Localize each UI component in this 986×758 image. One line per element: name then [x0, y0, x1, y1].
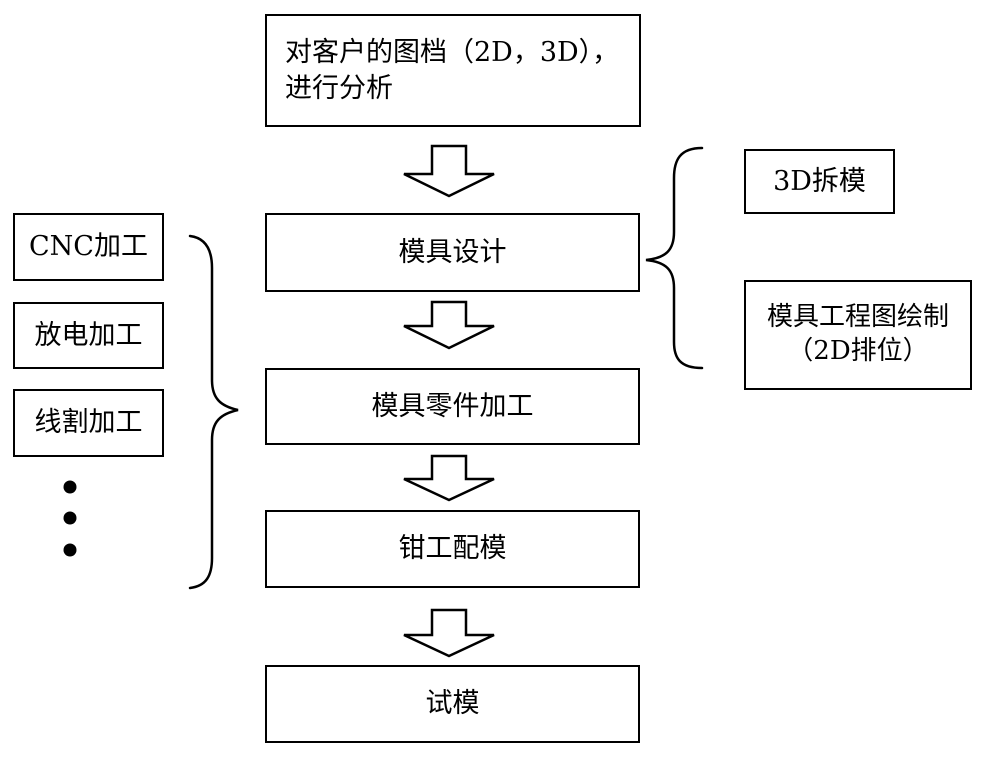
method-edm: 放电加工	[13, 302, 164, 369]
step-analyze-label: 对客户的图档（2D，3D）， 进行分析	[285, 37, 620, 104]
ellipsis-dot-2	[63, 511, 77, 525]
design-output-3d-split-label: 3D拆模	[773, 165, 866, 197]
step-fitting: 钳工配模	[265, 510, 640, 588]
method-cnc: CNC加工	[13, 213, 164, 281]
method-wire-cut: 线割加工	[13, 389, 164, 457]
design-output-3d-split: 3D拆模	[744, 149, 895, 214]
brace-machining-methods	[188, 234, 239, 590]
method-wire-label: 线割加工	[34, 407, 143, 439]
step-design-label: 模具设计	[398, 236, 507, 268]
step-fitting-label: 钳工配模	[398, 533, 507, 565]
step-analyze-drawings: 对客户的图档（2D，3D）， 进行分析	[265, 14, 641, 127]
brace-design-outputs	[645, 146, 704, 370]
method-cnc-label: CNC加工	[29, 231, 148, 263]
flow-arrow-2	[403, 300, 495, 350]
flow-arrow-4	[403, 608, 495, 658]
design-output-drawing-label: 模具工程图绘制 （2D排位）	[766, 302, 949, 366]
step-mold-design: 模具设计	[265, 213, 640, 292]
step-trial-label: 试模	[425, 688, 480, 720]
step-machining-label: 模具零件加工	[371, 390, 534, 422]
flow-arrow-1	[403, 144, 495, 198]
flow-arrow-3	[403, 454, 495, 502]
design-output-drawing: 模具工程图绘制 （2D排位）	[744, 280, 972, 390]
method-edm-label: 放电加工	[34, 319, 143, 351]
step-mold-trial: 试模	[265, 665, 640, 743]
step-part-machining: 模具零件加工	[265, 368, 640, 445]
ellipsis-dot-1	[63, 480, 77, 494]
ellipsis-dot-3	[63, 543, 77, 557]
